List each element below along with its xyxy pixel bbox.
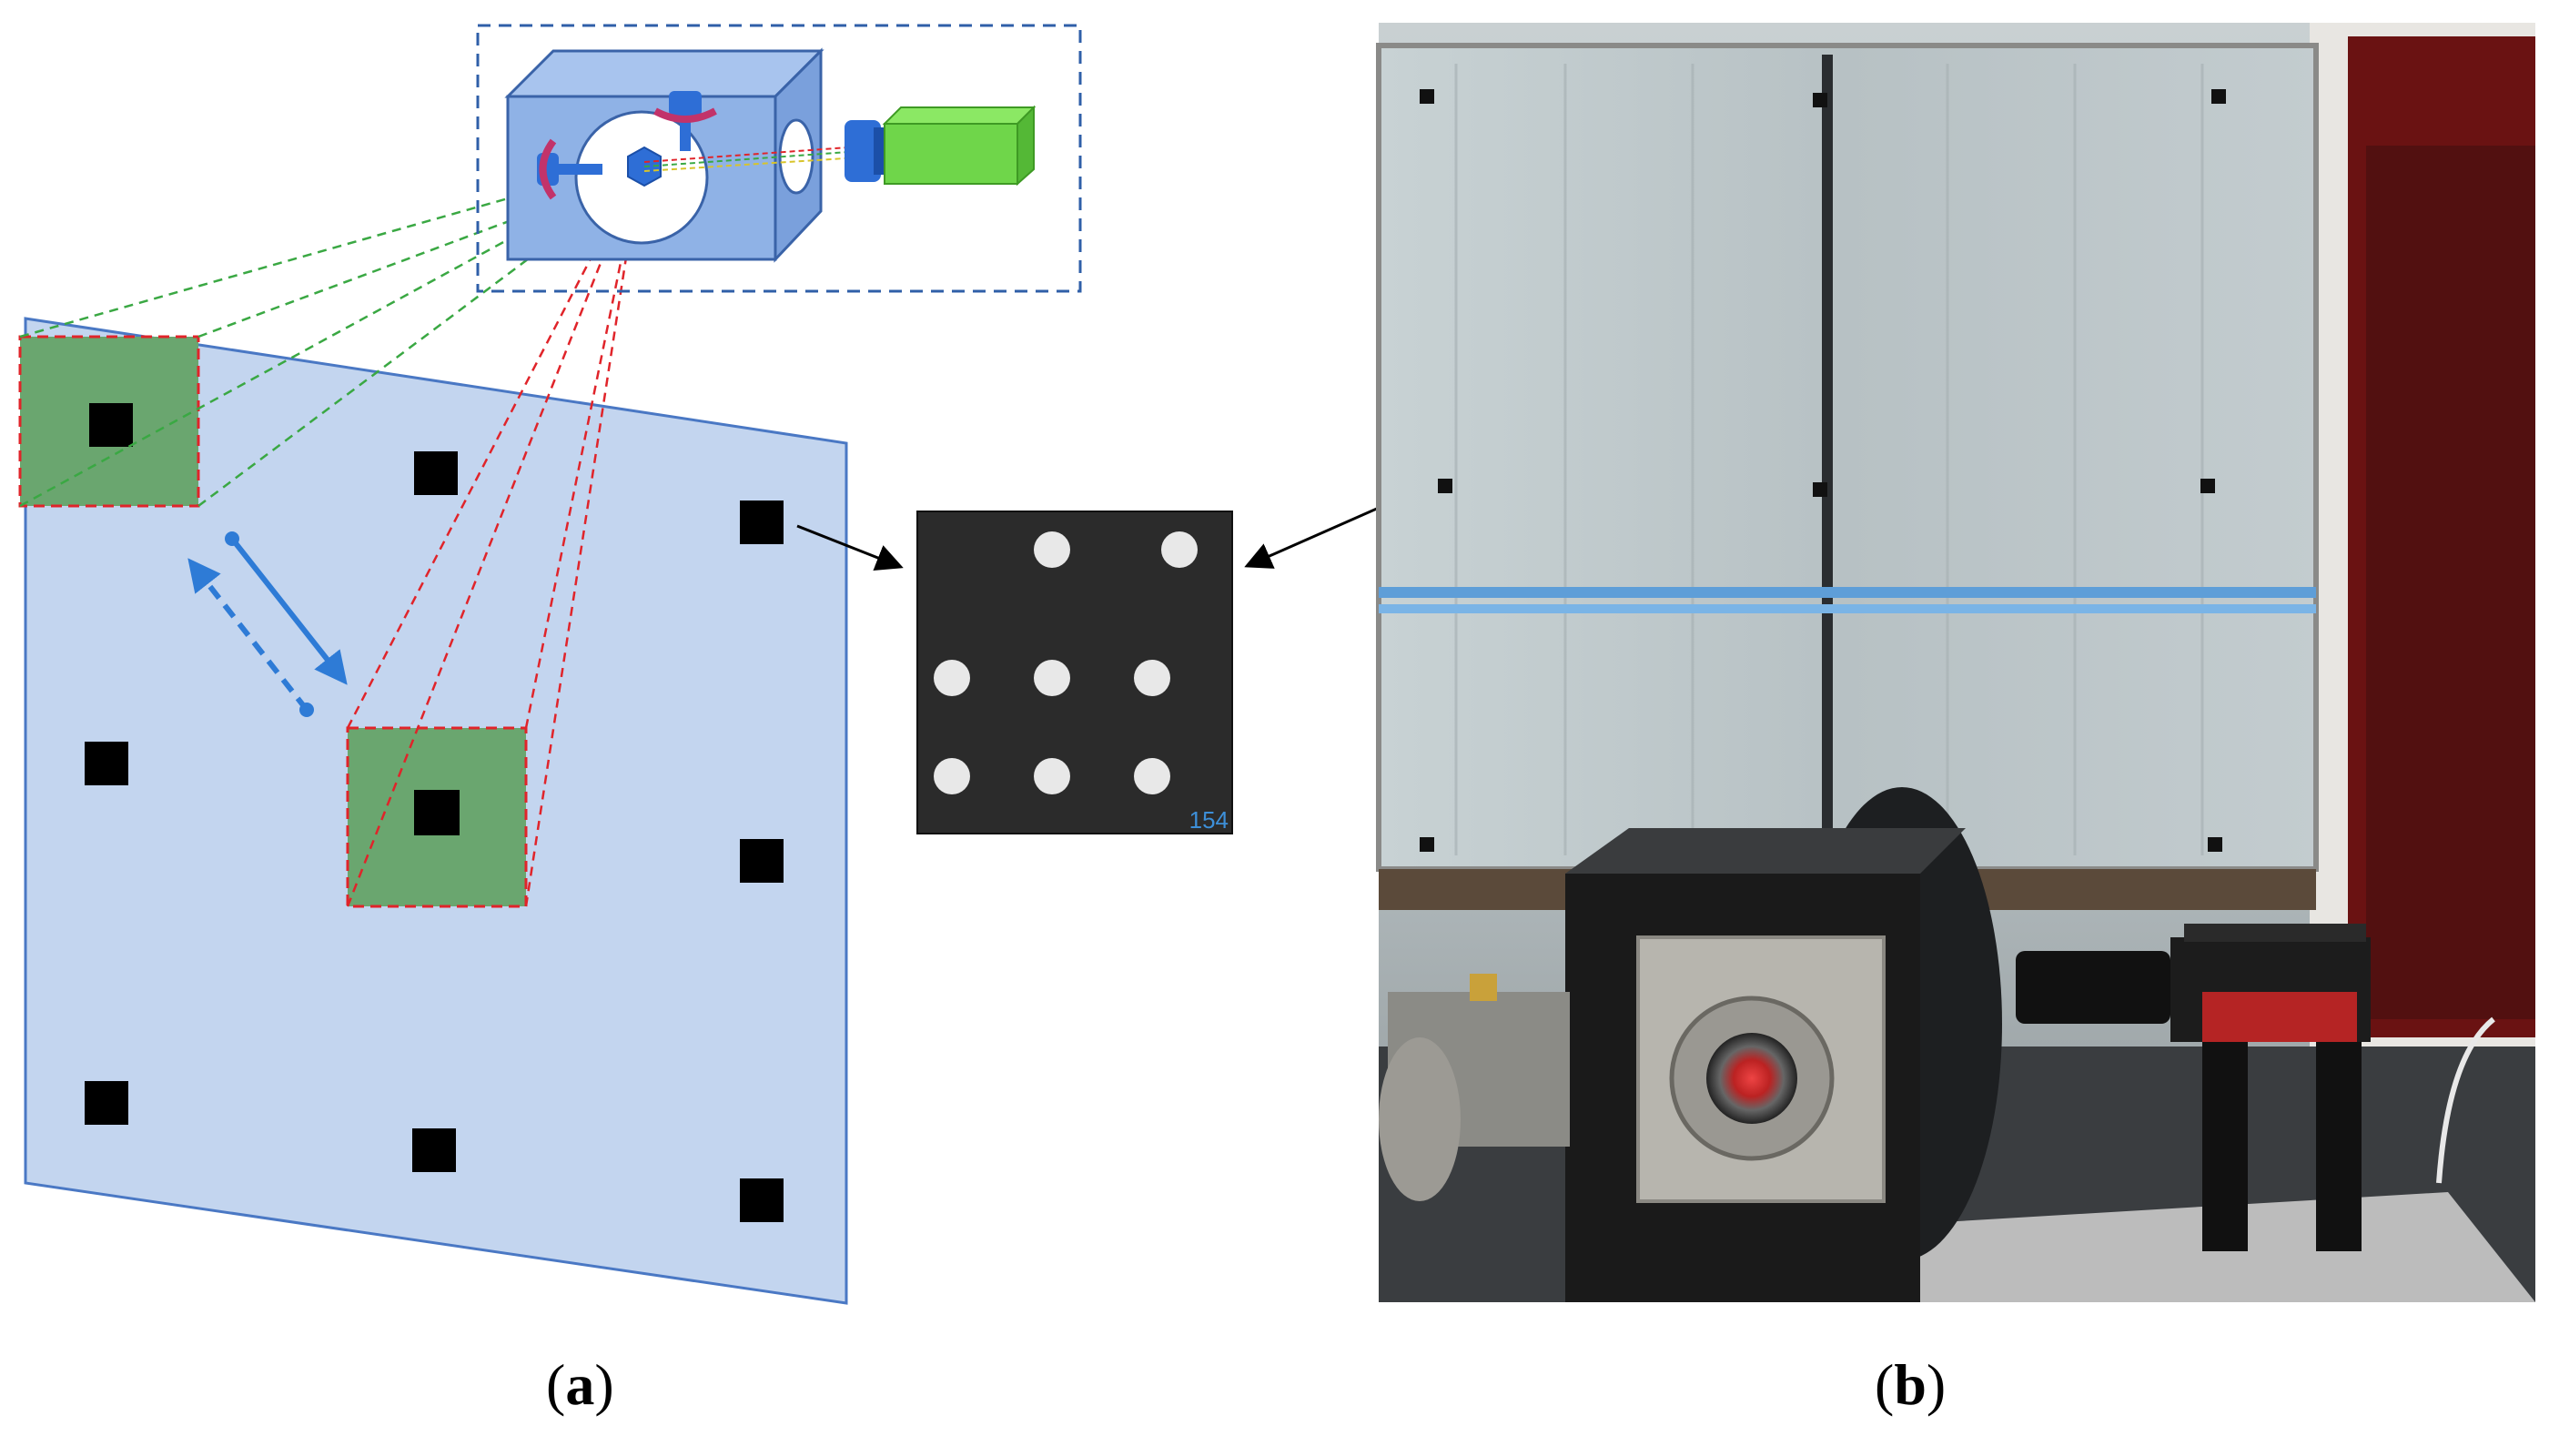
caption-a-close: ) — [594, 1352, 614, 1417]
rotation-marker-icon — [537, 91, 717, 200]
glass-marker — [1813, 482, 1827, 497]
board-marker — [740, 1178, 784, 1222]
board-marker — [85, 1081, 128, 1125]
caption-b-open: ( — [1875, 1352, 1895, 1417]
caption-b-letter: b — [1894, 1352, 1927, 1417]
target-card-number: 154 — [1189, 806, 1229, 834]
board-marker — [740, 500, 784, 544]
target-dot — [1034, 531, 1070, 568]
caption-b-close: ) — [1926, 1352, 1947, 1417]
board-marker — [414, 451, 458, 495]
caption-a-open: ( — [546, 1352, 566, 1417]
camera-inset — [476, 24, 1082, 293]
inset-frame — [476, 24, 1082, 293]
industrial-camera — [2016, 924, 2371, 1042]
glass-marker — [1438, 479, 1452, 493]
highlight-region-1 — [18, 335, 200, 508]
target-dot — [1161, 531, 1198, 568]
board-marker — [85, 742, 128, 785]
panel-a-schematic — [18, 24, 1082, 1305]
target-dot — [1034, 758, 1070, 794]
glass-marker — [2200, 479, 2215, 493]
glass-marker — [1813, 93, 1827, 107]
board-marker — [412, 1128, 456, 1172]
red-rays — [346, 181, 639, 907]
glass-marker — [1420, 89, 1434, 104]
target-dot — [934, 758, 970, 794]
motion-arrow-dashed — [187, 558, 309, 712]
caption-a-letter: a — [565, 1352, 595, 1417]
target-dots — [934, 531, 1198, 794]
caption-b: (b) — [1875, 1356, 1946, 1414]
motion-arrows — [187, 531, 348, 717]
target-dot — [934, 660, 970, 696]
glass-marker — [2211, 89, 2226, 104]
caption-a: (a) — [546, 1356, 614, 1414]
target-dot — [1034, 660, 1070, 696]
board-marker — [740, 839, 784, 883]
glass-marker — [2208, 837, 2222, 852]
motion-arrow-solid — [229, 537, 348, 685]
panel-b-photo — [1376, 23, 2535, 1302]
glass-marker — [1420, 837, 1434, 852]
target-dot — [1134, 758, 1170, 794]
target-card: 154 — [916, 511, 1233, 834]
window — [1376, 43, 2319, 872]
camera-body-icon — [845, 105, 1037, 187]
target-dot — [1134, 660, 1170, 696]
highlight-region-2 — [346, 726, 528, 908]
pointer-arrow-left — [796, 524, 904, 571]
